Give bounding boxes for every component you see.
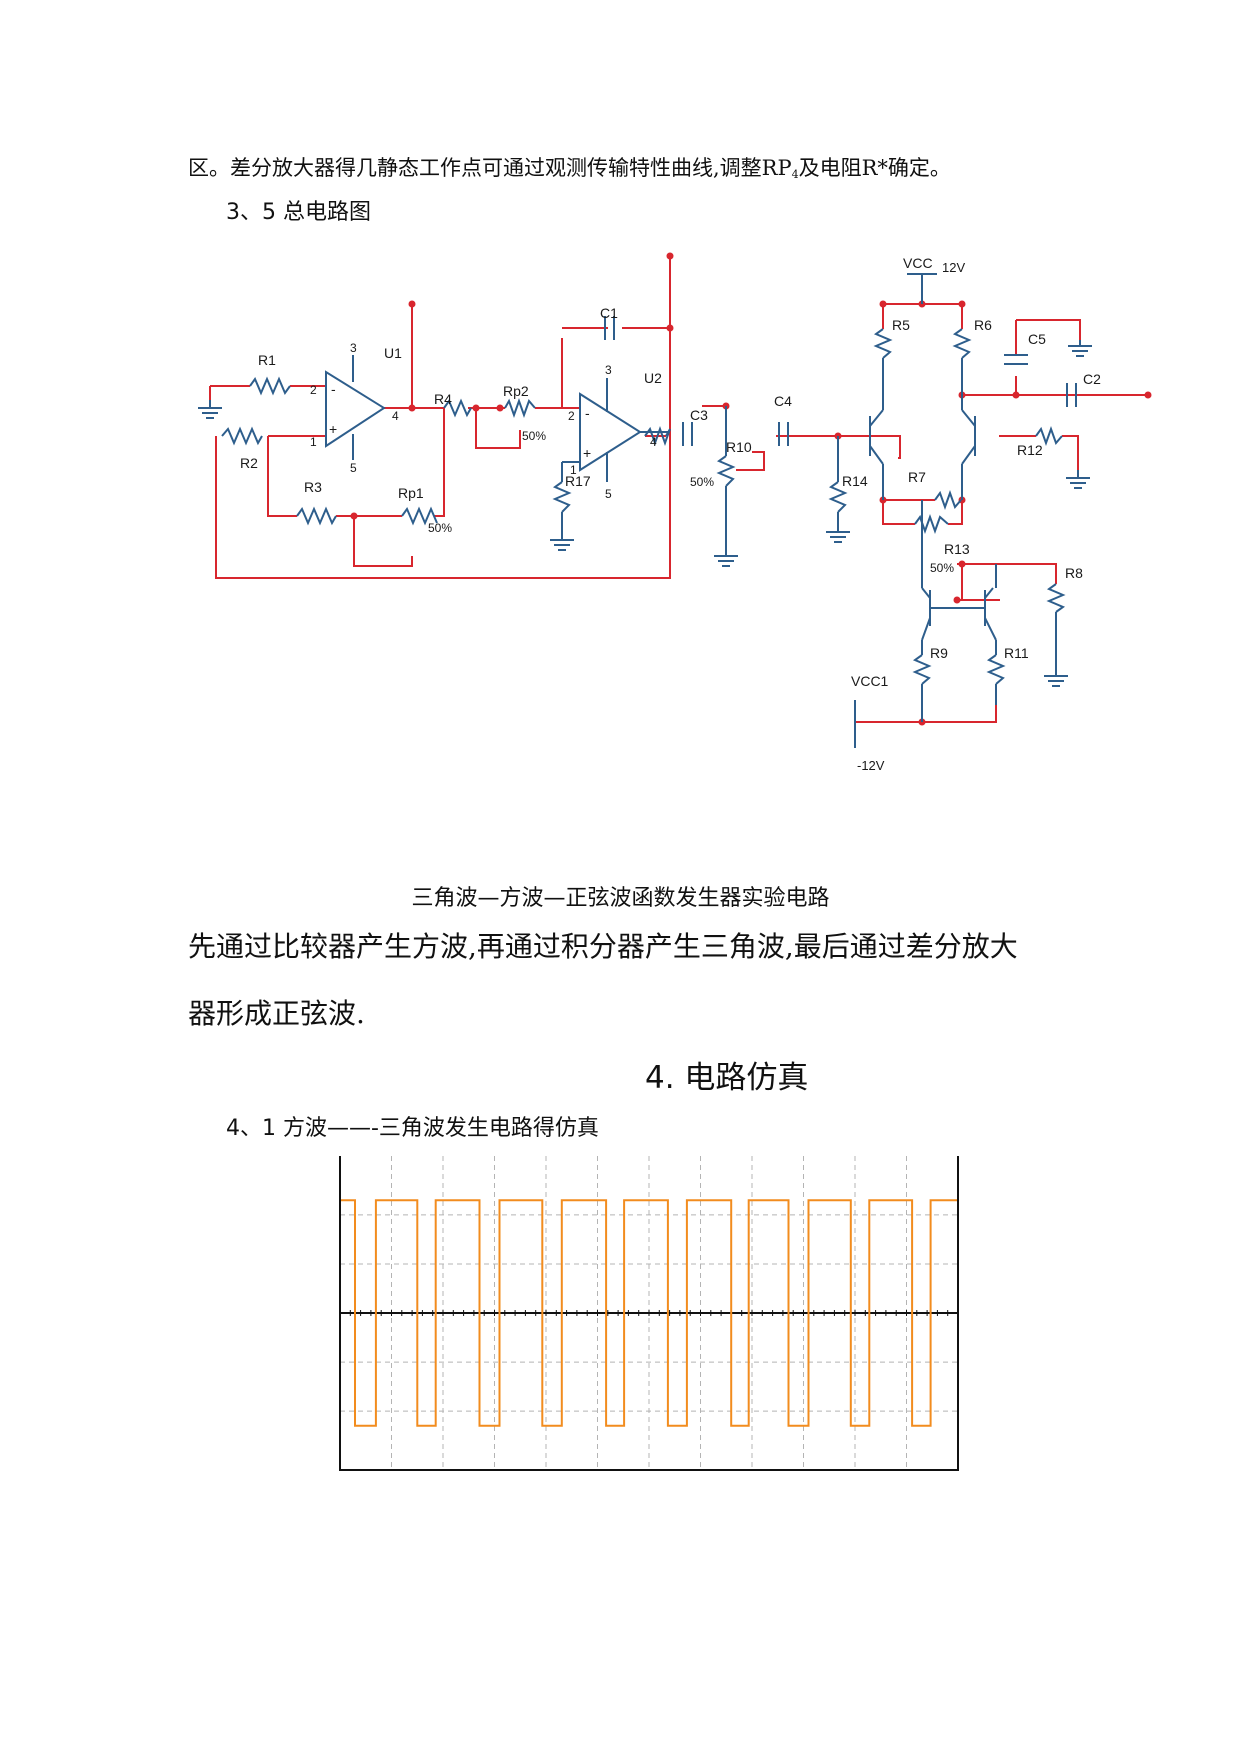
scope-frame xyxy=(339,1156,959,1471)
label-r9: R9 xyxy=(930,645,948,661)
label-rp1-pct: 50% xyxy=(428,521,452,535)
label-r1: R1 xyxy=(258,352,276,368)
label-u1-plus: + xyxy=(329,421,337,437)
label-12v: 12V xyxy=(942,260,965,275)
label-u1-p2: 2 xyxy=(310,383,317,397)
label-r4: R4 xyxy=(434,391,452,407)
label-c5: C5 xyxy=(1028,331,1046,347)
label-r13: R13 xyxy=(944,541,970,557)
label-r12: R12 xyxy=(1017,442,1043,458)
label-u1-p4: 4 xyxy=(392,409,399,423)
label-r17: R17 xyxy=(565,473,591,489)
label-r11: R11 xyxy=(1004,645,1029,661)
label-rp1: Rp1 xyxy=(398,485,424,501)
label-r10-pct: 50% xyxy=(690,475,714,489)
label-u2-p3: 3 xyxy=(605,363,612,377)
paragraph-top-text-end: 及电阻R*确定。 xyxy=(798,156,951,180)
label-r3: R3 xyxy=(304,479,322,495)
paragraph-top-text: 区。差分放大器得几静态工作点可通过观测传输特性曲线,调整RP xyxy=(188,156,792,180)
label-u1: U1 xyxy=(384,345,402,361)
label-r6: R6 xyxy=(974,317,992,333)
label-rp2: Rp2 xyxy=(503,383,529,399)
circuit-labels: R1 R2 R3 Rp1 50% U1 3 2 1 4 5 - + R4 Rp2… xyxy=(240,255,1101,773)
section-heading-4: 4. 电路仿真 xyxy=(645,1060,809,1096)
label-r7: R7 xyxy=(908,469,926,485)
label-r8: R8 xyxy=(1065,565,1083,581)
label-c4: C4 xyxy=(774,393,792,409)
label-u1-p1: 1 xyxy=(310,435,317,449)
label-u2-plus: + xyxy=(583,445,591,461)
ground-symbols xyxy=(198,340,1092,687)
label-u2-p4: 4 xyxy=(650,435,657,449)
paragraph-top-subscript: 4 xyxy=(791,168,799,181)
junction-dots xyxy=(350,252,1152,726)
label-u2-p2: 2 xyxy=(568,409,575,423)
label-r13-pct: 50% xyxy=(930,561,954,575)
components xyxy=(221,273,1079,748)
label-u2-p5: 5 xyxy=(605,487,612,501)
scope-center-axis xyxy=(339,1310,959,1316)
label-r14: R14 xyxy=(842,473,868,489)
label-r10: R10 xyxy=(726,439,752,455)
label-c1: C1 xyxy=(600,305,618,321)
label-neg12v: -12V xyxy=(857,758,885,773)
label-u2: U2 xyxy=(644,370,662,386)
section-heading-4-1: 4、1 方波——-三角波发生电路得仿真 xyxy=(226,1116,599,1141)
figure-caption: 三角波—方波—正弦波函数发生器实验电路 xyxy=(411,886,830,911)
label-c2: C2 xyxy=(1083,371,1101,387)
label-vcc: VCC xyxy=(903,255,933,271)
label-rp2-pct: 50% xyxy=(522,429,546,443)
label-u2-minus: - xyxy=(585,405,590,421)
paragraph-top: 区。差分放大器得几静态工作点可通过观测传输特性曲线,调整RP4及电阻R*确定。 xyxy=(188,152,951,182)
oscilloscope-chart xyxy=(339,1156,959,1471)
label-u1-p3: 3 xyxy=(350,341,357,355)
description-line-1: 先通过比较器产生方波,再通过积分器产生三角波,最后通过差分放大 xyxy=(188,930,1018,963)
square-wave-trace xyxy=(340,1199,958,1427)
label-u1-minus: - xyxy=(331,381,336,397)
label-vcc1: VCC1 xyxy=(851,673,889,689)
label-u2-p1: 1 xyxy=(570,463,577,477)
label-c3: C3 xyxy=(690,407,708,423)
description-line-2: 器形成正弦波. xyxy=(188,997,365,1030)
circuit-diagram: R1 R2 R3 Rp1 50% U1 3 2 1 4 5 - + R4 Rp2… xyxy=(198,252,1152,773)
section-heading-3-5: 3、5 总电路图 xyxy=(226,200,371,225)
label-r2: R2 xyxy=(240,455,258,471)
label-u1-p5: 5 xyxy=(350,461,357,475)
label-r5: R5 xyxy=(892,317,910,333)
